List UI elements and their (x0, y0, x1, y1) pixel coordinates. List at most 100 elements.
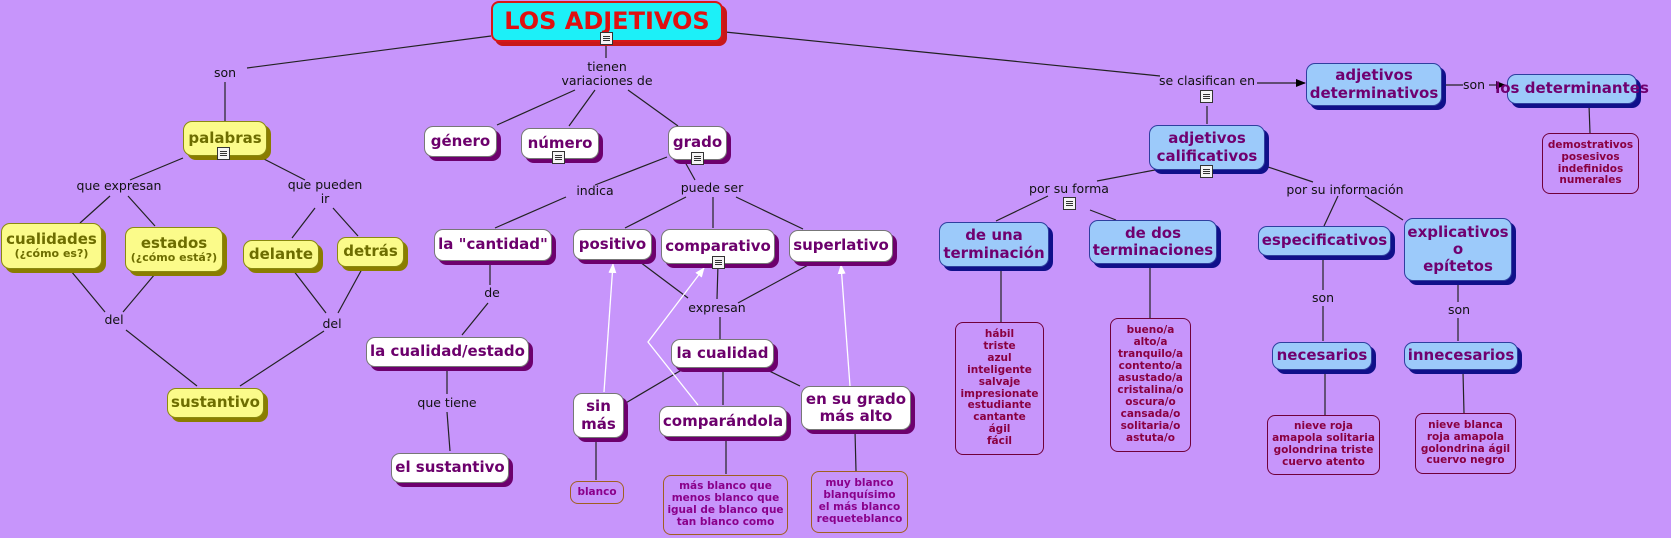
example-item: muy blanco (825, 477, 894, 490)
link-line (261, 157, 306, 181)
node-sublabel: (¿cómo está?) (130, 250, 218, 264)
node-sustantivo[interactable]: sustantivo (167, 388, 264, 418)
node-sin-mas[interactable]: sin más (573, 393, 624, 438)
document-icon[interactable] (600, 32, 613, 45)
node-label: sin (586, 397, 611, 416)
node-cantidad[interactable]: la "cantidad" (434, 229, 552, 261)
link-label-puede-ser: puede ser (680, 180, 744, 195)
node-innecesarios[interactable]: innecesarios (1404, 342, 1518, 370)
link-line (1323, 195, 1339, 227)
node-la-cualidad[interactable]: la cualidad (671, 339, 774, 368)
page-title: LOS ADJETIVOS (504, 6, 710, 35)
example-item: cansada/o (1120, 407, 1181, 420)
link-line (995, 195, 1049, 222)
document-icon[interactable] (712, 256, 725, 269)
node-cualidades[interactable]: cualidades (¿cómo es?) (1, 223, 102, 269)
example-item: cantante (973, 411, 1026, 424)
document-icon[interactable] (217, 147, 230, 160)
node-label: cualidades (6, 230, 97, 249)
example-item: amapola solitaria (1272, 432, 1375, 445)
link-label-son: son (1311, 290, 1335, 305)
document-icon[interactable] (1200, 90, 1213, 103)
document-icon[interactable] (1063, 197, 1076, 210)
link-label-indica: indica (576, 183, 614, 198)
node-necesarios[interactable]: necesarios (1272, 342, 1372, 370)
example-item: requeteblanco (816, 512, 903, 525)
example-item: cuervo atento (1282, 455, 1365, 468)
node-label: necesarios (1276, 346, 1368, 365)
node-especificativos[interactable]: especificativos (1258, 226, 1391, 256)
node-explicativos[interactable]: explicativos o epítetos (1404, 218, 1512, 281)
example-item: blanquísimo (823, 489, 896, 502)
pointer-arrow (837, 264, 851, 387)
link-line (594, 156, 668, 186)
link-line (291, 207, 316, 239)
link-line (1588, 104, 1591, 134)
example-item: azul (987, 351, 1012, 364)
link-label-del: del (322, 316, 342, 331)
example-item: ágil (988, 423, 1011, 436)
node-grado-alto[interactable]: en su grado más alto (801, 386, 911, 430)
example-item: contento/a (1118, 360, 1183, 373)
node-numero[interactable]: número (521, 128, 599, 159)
link-line (79, 195, 111, 224)
link-label-que-expresan: que expresan (76, 178, 162, 193)
node-label: más alto (819, 407, 893, 425)
node-label: la cualidad/estado (370, 342, 525, 361)
node-label: adjetivos (1168, 129, 1246, 148)
node-label: terminación (943, 243, 1045, 262)
example-item: solitaria/o (1120, 419, 1181, 432)
node-determinativos[interactable]: adjetivos determinativos (1306, 63, 1442, 106)
link-line (337, 268, 363, 314)
node-genero[interactable]: género (424, 126, 497, 157)
document-icon[interactable] (691, 152, 704, 165)
node-label: más (581, 414, 616, 433)
node-label: grado (672, 133, 723, 152)
link-line (854, 430, 857, 472)
node-comparandola[interactable]: comparándola (659, 406, 787, 437)
link-line (735, 196, 804, 230)
link-line (1089, 209, 1117, 221)
link-label-tienen: tienen variaciones de (561, 59, 653, 89)
node-dos-terminaciones[interactable]: de dos terminaciones (1089, 220, 1217, 264)
node-delante[interactable]: delante (243, 240, 319, 269)
example-item: inteligente (967, 363, 1032, 376)
node-sublabel: (¿cómo es?) (14, 247, 89, 261)
example-item: tranquilo/a (1117, 348, 1184, 361)
document-icon[interactable] (552, 151, 565, 164)
node-label: o (1452, 239, 1464, 258)
node-label: comparándola (662, 411, 784, 430)
node-label: superlativo (793, 236, 889, 255)
node-el-sustantivo[interactable]: el sustantivo (391, 453, 509, 483)
node-detras[interactable]: detrás (337, 237, 404, 267)
node-label: los determinantes (1495, 79, 1649, 98)
node-positivo[interactable]: positivo (573, 229, 652, 260)
link-line (461, 302, 489, 336)
node-una-terminacion[interactable]: de una terminación (939, 222, 1049, 267)
node-label: estados (140, 233, 208, 252)
node-cualidad-estado[interactable]: la cualidad/estado (366, 337, 529, 367)
example-item: igual de blanco que (667, 504, 784, 516)
link-line (1264, 165, 1314, 183)
node-estados[interactable]: estados (¿cómo está?) (125, 227, 223, 272)
example-item: estudiante (967, 399, 1032, 412)
link-line (684, 161, 696, 181)
link-label-son: son (1447, 302, 1471, 317)
node-determinantes[interactable]: los determinantes (1495, 74, 1649, 104)
example-item: fácil (986, 435, 1013, 448)
link-line (623, 364, 691, 405)
node-calificativos[interactable]: adjetivos calificativos (1149, 125, 1265, 170)
link-line (292, 269, 327, 314)
link-label-de: de (484, 285, 500, 300)
link-line (756, 364, 801, 387)
link-line (496, 89, 576, 126)
link-line (1462, 371, 1465, 414)
node-label: en su grado (805, 389, 907, 408)
document-icon[interactable] (1200, 165, 1213, 178)
node-superlativo[interactable]: superlativo (789, 230, 893, 262)
